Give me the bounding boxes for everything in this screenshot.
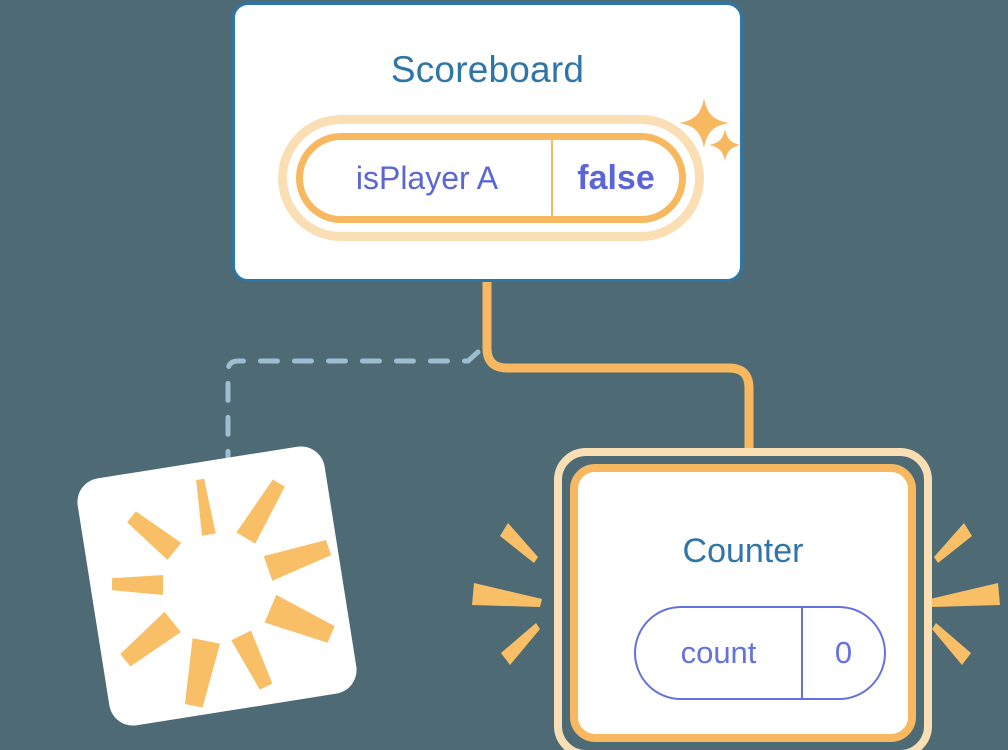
sparkle-large-icon	[679, 98, 729, 148]
blank-card[interactable]	[73, 442, 361, 730]
counter-prop-value: 0	[834, 635, 853, 670]
scoreboard-prop-key: isPlayer A	[303, 140, 553, 216]
counter-title: Counter	[682, 532, 804, 570]
counter-prop-pill[interactable]: count 0	[634, 606, 886, 700]
counter-prop-key: count	[636, 608, 803, 698]
scoreboard-prop-highlight: isPlayer A false	[278, 115, 704, 241]
counter-burst-right-icon	[930, 523, 1000, 665]
sparkle-small-icon	[709, 129, 741, 161]
scoreboard-card[interactable]: Scoreboard isPlayer A false	[232, 2, 743, 282]
counter-card[interactable]: Counter count 0	[570, 464, 916, 742]
counter-card-highlight: Counter count 0	[554, 448, 932, 750]
scoreboard-title: Scoreboard	[390, 49, 585, 90]
connector-solid-to-counter	[482, 282, 754, 455]
scoreboard-prop-pill[interactable]: isPlayer A false	[296, 133, 686, 223]
counter-burst-left-icon	[472, 523, 542, 665]
scoreboard-prop-value: false	[577, 158, 655, 197]
burst-icon	[111, 478, 335, 708]
